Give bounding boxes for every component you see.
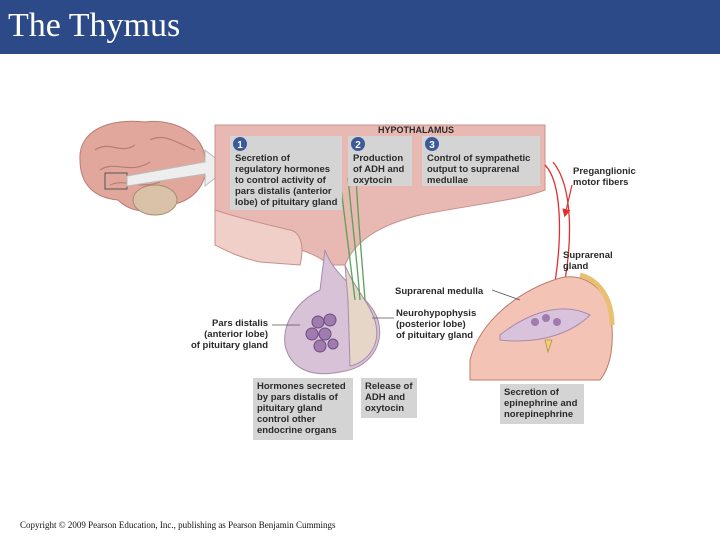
secretion-line-2: epinephrine and	[504, 398, 578, 409]
pars-distalis-line-1: Pars distalis	[212, 318, 268, 329]
step-1-line-1: Secretion of	[235, 153, 291, 164]
pars-distalis-line-3: of pituitary gland	[191, 340, 268, 351]
step-callout-2: 2 Production of ADH and oxytocin	[348, 136, 412, 186]
step-2-number: 2	[355, 140, 361, 151]
step-2-line-3: oxytocin	[353, 175, 392, 186]
suprarenal-gland-label: Suprarenal gland	[563, 250, 613, 272]
step-3-badge	[425, 137, 439, 151]
suprarenal-gland-line-2: gland	[563, 261, 589, 272]
neurohypophysis-line-3: of pituitary gland	[396, 330, 473, 341]
step-3-line-2: output to suprarenal	[427, 164, 519, 175]
step-1-badge	[233, 137, 247, 151]
preganglionic-line-2: motor fibers	[573, 177, 628, 188]
hormones-output-box: Hormones secreted by pars distalis of pi…	[253, 378, 353, 440]
slide-title: The Thymus	[8, 7, 181, 44]
step-2-badge	[351, 137, 365, 151]
step-1-number: 1	[237, 140, 243, 151]
hypothalamus-label: HYPOTHALAMUS	[378, 125, 454, 135]
step-1-line-4: pars distalis (anterior	[235, 186, 332, 197]
step-1-line-5: lobe) of pituitary gland	[235, 197, 338, 208]
step-2-line-1: Production	[353, 153, 403, 164]
release-line-1: Release of	[365, 381, 413, 392]
step-2-line-2: of ADH and	[353, 164, 405, 175]
pars-distalis-label: Pars distalis (anterior lobe) of pituita…	[191, 318, 268, 351]
suprarenal-medulla-label: Suprarenal medulla	[395, 286, 484, 297]
hormones-line-3: pituitary gland	[257, 403, 323, 414]
step-callout-1: 1 Secretion of regulatory hormones to co…	[230, 136, 342, 210]
step-3-line-1: Control of sympathetic	[427, 153, 530, 164]
neurohypophysis-line-1: Neurohypophysis	[396, 308, 476, 319]
step-1-line-3: to control activity of	[235, 175, 327, 186]
hormones-line-5: endocrine organs	[257, 425, 337, 436]
neurohypophysis-line-2: (posterior lobe)	[396, 319, 466, 330]
step-3-number: 3	[429, 140, 435, 151]
release-line-2: ADH and	[365, 392, 405, 403]
hormones-line-1: Hormones secreted	[257, 381, 346, 392]
secretion-line-3: norepinephrine	[504, 409, 573, 420]
secretion-line-1: Secretion of	[504, 387, 560, 398]
leader-lines	[272, 289, 521, 326]
step-3-line-3: medullae	[427, 175, 468, 186]
hormones-line-4: control other	[257, 414, 316, 425]
preganglionic-line-1: Preganglionic	[573, 166, 636, 177]
suprarenal-gland	[469, 272, 615, 381]
step-callout-3: 3 Control of sympathetic output to supra…	[422, 136, 540, 186]
secretion-output-box: Secretion of epinephrine and norepinephr…	[500, 384, 584, 424]
release-line-3: oxytocin	[365, 403, 404, 414]
suprarenal-gland-line-1: Suprarenal	[563, 250, 613, 261]
release-output-box: Release of ADH and oxytocin	[361, 378, 417, 418]
neurohypophysis-label: Neurohypophysis (posterior lobe) of pitu…	[396, 308, 476, 341]
step-1-line-2: regulatory hormones	[235, 164, 330, 175]
pituitary-gland	[284, 175, 381, 375]
brain-inset	[79, 120, 229, 216]
hormones-line-2: by pars distalis of	[257, 392, 339, 403]
copyright-notice: Copyright © 2009 Pearson Education, Inc.…	[20, 520, 336, 530]
pars-distalis-line-2: (anterior lobe)	[204, 329, 268, 340]
title-bar: The Thymus	[0, 0, 720, 54]
preganglionic-label: Preganglionic motor fibers	[573, 166, 636, 188]
